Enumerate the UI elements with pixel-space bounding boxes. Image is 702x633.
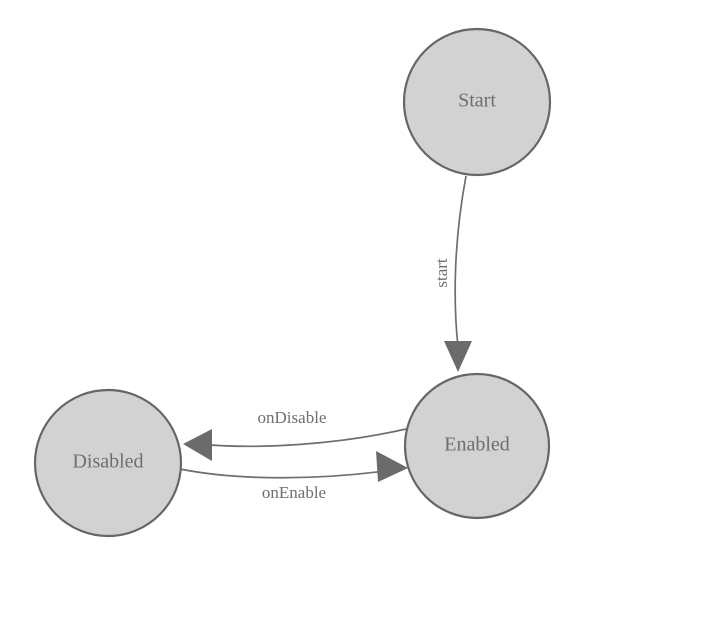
edge-line-start <box>454 175 467 348</box>
state-node-start[interactable]: Start <box>402 27 552 177</box>
edge-label-on-disable: onDisable <box>258 408 327 427</box>
arrowhead-icon-on-enable <box>376 451 408 482</box>
state-node-disabled[interactable]: Disabled <box>33 388 183 538</box>
state-node-start-shape[interactable] <box>402 27 552 177</box>
state-node-disabled-shape[interactable] <box>33 388 183 538</box>
edge-label-start: start <box>432 258 451 288</box>
state-node-disabled-label: Disabled <box>72 451 143 473</box>
edge-start-to-enabled[interactable]: start <box>432 175 472 372</box>
state-node-start-label: Start <box>458 90 496 112</box>
state-node-enabled[interactable]: Enabled <box>403 372 551 520</box>
state-node-enabled-shape[interactable] <box>403 372 551 520</box>
edge-label-on-enable: onEnable <box>262 483 326 502</box>
edge-disabled-to-enabled[interactable]: onEnable <box>179 451 408 502</box>
arrowhead-icon-start <box>444 341 472 372</box>
edge-line-on-enable <box>179 468 394 479</box>
edge-line-on-disable <box>197 428 407 448</box>
edge-enabled-to-disabled[interactable]: onDisable <box>183 408 407 461</box>
state-node-enabled-label: Enabled <box>444 434 510 456</box>
arrowhead-icon-on-disable <box>183 429 212 461</box>
